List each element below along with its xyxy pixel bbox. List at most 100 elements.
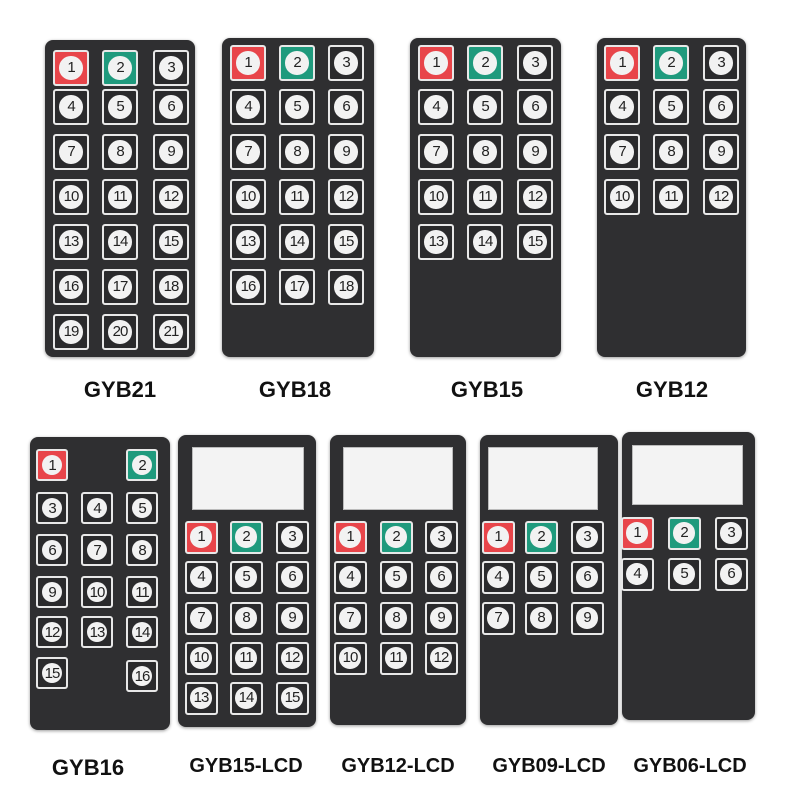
key-12[interactable]: 12 (424, 641, 458, 675)
key-6[interactable]: 6 (36, 534, 68, 566)
key-6[interactable]: 6 (703, 89, 739, 125)
key-15[interactable]: 15 (275, 681, 309, 715)
key-4[interactable]: 4 (418, 89, 454, 125)
key-7[interactable]: 7 (53, 134, 89, 170)
key-1[interactable]: 1 (604, 45, 640, 81)
key-5[interactable]: 5 (667, 557, 701, 591)
key-11[interactable]: 11 (379, 641, 413, 675)
key-12[interactable]: 12 (275, 641, 309, 675)
key-4[interactable]: 4 (230, 89, 266, 125)
key-7[interactable]: 7 (604, 134, 640, 170)
key-11[interactable]: 11 (279, 179, 315, 215)
key-6[interactable]: 6 (424, 560, 458, 594)
key-8[interactable]: 8 (279, 134, 315, 170)
key-2[interactable]: 2 (229, 520, 263, 554)
key-18[interactable]: 18 (153, 269, 189, 305)
key-17[interactable]: 17 (102, 269, 138, 305)
key-3[interactable]: 3 (424, 520, 458, 554)
key-7[interactable]: 7 (418, 134, 454, 170)
key-7[interactable]: 7 (230, 134, 266, 170)
key-5[interactable]: 5 (653, 89, 689, 125)
key-1[interactable]: 1 (184, 520, 218, 554)
key-12[interactable]: 12 (328, 179, 364, 215)
key-5[interactable]: 5 (379, 560, 413, 594)
key-4[interactable]: 4 (333, 560, 367, 594)
key-3[interactable]: 3 (275, 520, 309, 554)
key-7[interactable]: 7 (481, 601, 515, 635)
key-8[interactable]: 8 (467, 134, 503, 170)
key-20[interactable]: 20 (102, 314, 138, 350)
key-5[interactable]: 5 (102, 89, 138, 125)
key-13[interactable]: 13 (53, 224, 89, 260)
key-4[interactable]: 4 (184, 560, 218, 594)
key-9[interactable]: 9 (328, 134, 364, 170)
key-18[interactable]: 18 (328, 269, 364, 305)
key-5[interactable]: 5 (279, 89, 315, 125)
key-10[interactable]: 10 (604, 179, 640, 215)
key-9[interactable]: 9 (275, 601, 309, 635)
key-4[interactable]: 4 (620, 557, 654, 591)
key-14[interactable]: 14 (229, 681, 263, 715)
key-3[interactable]: 3 (714, 516, 748, 550)
key-6[interactable]: 6 (570, 560, 604, 594)
key-10[interactable]: 10 (53, 179, 89, 215)
key-14[interactable]: 14 (467, 224, 503, 260)
key-3[interactable]: 3 (570, 520, 604, 554)
key-3[interactable]: 3 (517, 45, 553, 81)
key-2[interactable]: 2 (653, 45, 689, 81)
key-6[interactable]: 6 (275, 560, 309, 594)
key-16[interactable]: 16 (230, 269, 266, 305)
key-1[interactable]: 1 (481, 520, 515, 554)
key-1[interactable]: 1 (230, 45, 266, 81)
key-12[interactable]: 12 (703, 179, 739, 215)
key-11[interactable]: 11 (467, 179, 503, 215)
key-8[interactable]: 8 (102, 134, 138, 170)
key-12[interactable]: 12 (153, 179, 189, 215)
key-4[interactable]: 4 (81, 492, 113, 524)
key-5[interactable]: 5 (229, 560, 263, 594)
key-4[interactable]: 4 (53, 89, 89, 125)
key-1[interactable]: 1 (418, 45, 454, 81)
key-6[interactable]: 6 (153, 89, 189, 125)
key-7[interactable]: 7 (333, 601, 367, 635)
key-14[interactable]: 14 (126, 616, 158, 648)
key-14[interactable]: 14 (279, 224, 315, 260)
key-9[interactable]: 9 (703, 134, 739, 170)
key-13[interactable]: 13 (184, 681, 218, 715)
key-11[interactable]: 11 (653, 179, 689, 215)
key-9[interactable]: 9 (570, 601, 604, 635)
key-9[interactable]: 9 (36, 576, 68, 608)
key-10[interactable]: 10 (184, 641, 218, 675)
key-9[interactable]: 9 (424, 601, 458, 635)
key-16[interactable]: 16 (53, 269, 89, 305)
key-2[interactable]: 2 (126, 449, 158, 481)
key-3[interactable]: 3 (36, 492, 68, 524)
key-2[interactable]: 2 (667, 516, 701, 550)
key-8[interactable]: 8 (126, 534, 158, 566)
key-2[interactable]: 2 (467, 45, 503, 81)
key-15[interactable]: 15 (517, 224, 553, 260)
key-9[interactable]: 9 (153, 134, 189, 170)
key-2[interactable]: 2 (379, 520, 413, 554)
key-8[interactable]: 8 (229, 601, 263, 635)
key-8[interactable]: 8 (379, 601, 413, 635)
key-1[interactable]: 1 (620, 516, 654, 550)
key-8[interactable]: 8 (653, 134, 689, 170)
key-3[interactable]: 3 (153, 50, 189, 86)
key-3[interactable]: 3 (328, 45, 364, 81)
key-7[interactable]: 7 (81, 534, 113, 566)
key-11[interactable]: 11 (102, 179, 138, 215)
key-6[interactable]: 6 (517, 89, 553, 125)
key-8[interactable]: 8 (524, 601, 558, 635)
key-1[interactable]: 1 (333, 520, 367, 554)
key-15[interactable]: 15 (328, 224, 364, 260)
key-10[interactable]: 10 (230, 179, 266, 215)
key-11[interactable]: 11 (229, 641, 263, 675)
key-14[interactable]: 14 (102, 224, 138, 260)
key-12[interactable]: 12 (36, 616, 68, 648)
key-13[interactable]: 13 (230, 224, 266, 260)
key-2[interactable]: 2 (524, 520, 558, 554)
key-1[interactable]: 1 (36, 449, 68, 481)
key-3[interactable]: 3 (703, 45, 739, 81)
key-21[interactable]: 21 (153, 314, 189, 350)
